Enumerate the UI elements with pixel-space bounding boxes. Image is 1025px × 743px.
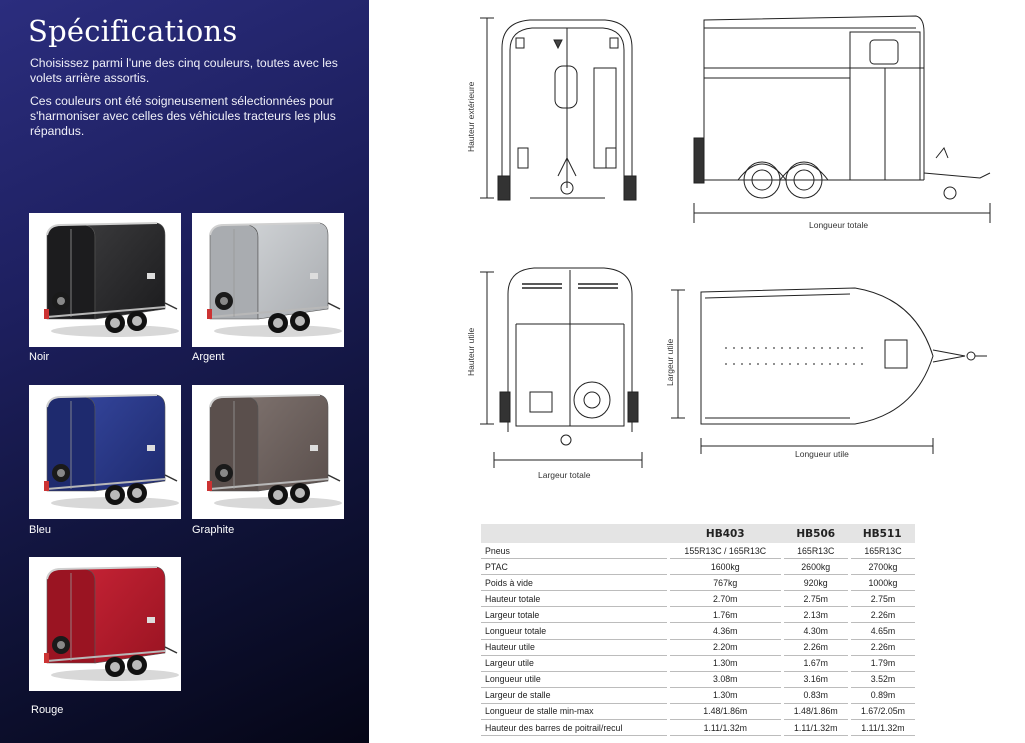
specs-header-blank xyxy=(481,524,669,543)
trailer-illustration xyxy=(29,213,181,347)
spec-value: 920kg xyxy=(780,574,850,592)
spec-value: 2600kg xyxy=(780,558,850,576)
spec-value: 2.75m xyxy=(847,590,915,608)
spec-label: Hauteur des barres de poitrail/recul xyxy=(481,719,669,737)
spec-value: 2.26m xyxy=(847,606,915,624)
spec-value: 2.20m xyxy=(667,639,783,656)
spec-value: 3.08m xyxy=(667,671,783,688)
spec-label: Hauteur utile xyxy=(481,639,669,656)
swatch-bleu[interactable] xyxy=(29,385,181,519)
spec-value: 2.75m xyxy=(780,590,850,608)
trailer-illustration xyxy=(29,557,181,691)
swatch-label-graphite: Graphite xyxy=(192,524,235,536)
specs-header-hb511: HB511 xyxy=(849,524,915,543)
spec-value: 1.76m xyxy=(667,606,783,624)
spec-value: 0.89m xyxy=(847,687,915,704)
label-largeur-utile: Largeur utile xyxy=(665,338,675,386)
spec-value: 4.30m xyxy=(780,622,850,640)
spec-value: 155R13C / 165R13C xyxy=(667,543,783,560)
spec-value: 3.52m xyxy=(847,671,915,688)
spec-label: Largeur de stalle xyxy=(481,687,669,704)
spec-label: Hauteur totale xyxy=(481,590,669,608)
spec-value: 2.13m xyxy=(780,606,850,624)
spec-value: 1000kg xyxy=(847,574,915,592)
swatch-label-bleu: Bleu xyxy=(29,524,52,536)
intro-paragraph-2: Ces couleurs ont été soigneusement sélec… xyxy=(30,94,336,138)
intro-text: Choisissez parmi l'une des cinq couleurs… xyxy=(30,56,340,147)
spec-value: 1.67m xyxy=(780,655,850,672)
intro-paragraph-1: Choisissez parmi l'une des cinq couleurs… xyxy=(30,56,338,85)
spec-value: 1600kg xyxy=(667,558,783,576)
spec-label: Longueur totale xyxy=(481,622,669,640)
spec-value: 3.16m xyxy=(780,671,850,688)
swatch-noir[interactable] xyxy=(29,213,181,347)
swatch-graphite[interactable] xyxy=(192,385,344,519)
specs-header-hb403: HB403 xyxy=(668,524,783,543)
page-title: Spécifications xyxy=(28,14,238,48)
specs-header-row: HB403 HB506 HB511 xyxy=(481,524,915,543)
spec-label: Longueur de stalle min-max xyxy=(481,703,669,721)
label-longueur-utile: Longueur utile xyxy=(795,449,849,459)
spec-value: 1.30m xyxy=(667,687,783,704)
spec-value: 1.11/1.32m xyxy=(780,719,850,737)
spec-value: 1.48/1.86m xyxy=(780,703,850,721)
spec-label: Pneus xyxy=(481,543,669,560)
spec-value: 1.48/1.86m xyxy=(667,703,783,721)
spec-value: 4.65m xyxy=(847,622,915,640)
trailer-illustration xyxy=(192,213,344,347)
spec-label: PTAC xyxy=(481,558,669,576)
rear-view-drawing xyxy=(480,17,637,201)
swatch-label-rouge: Rouge xyxy=(31,704,64,716)
spec-label: Longueur utile xyxy=(481,671,669,688)
spec-label: Poids à vide xyxy=(481,574,669,592)
spec-value: 2.26m xyxy=(847,639,915,656)
side-view-drawing xyxy=(693,15,991,223)
spec-value: 2.26m xyxy=(780,639,850,656)
spec-value: 1.30m xyxy=(667,655,783,672)
specs-header-hb506: HB506 xyxy=(782,524,850,543)
spec-label: Largeur totale xyxy=(481,606,669,624)
spec-value: 2700kg xyxy=(847,558,915,576)
spec-value: 2.70m xyxy=(667,590,783,608)
label-longueur-totale: Longueur totale xyxy=(809,220,869,230)
label-largeur-totale: Largeur totale xyxy=(538,470,591,480)
spec-value: 1.11/1.32m xyxy=(667,719,783,737)
label-hauteur-utile: Hauteur utile xyxy=(466,327,476,376)
spec-value: 165R13C xyxy=(847,543,915,560)
swatch-label-argent: Argent xyxy=(192,351,225,363)
spec-value: 1.11/1.32m xyxy=(847,719,915,737)
trailer-illustration xyxy=(192,385,344,519)
spec-value: 767kg xyxy=(667,574,783,592)
spec-value: 4.36m xyxy=(667,622,783,640)
label-hauteur-exterieure: Hauteur extérieure xyxy=(466,81,476,152)
spec-value: 0.83m xyxy=(780,687,850,704)
trailer-illustration xyxy=(29,385,181,519)
spec-value: 165R13C xyxy=(780,543,850,560)
swatch-label-noir: Noir xyxy=(29,351,50,363)
spec-value: 1.79m xyxy=(847,655,915,672)
front-view-drawing xyxy=(480,267,643,468)
spec-value: 1.67/2.05m xyxy=(847,703,915,721)
swatch-argent[interactable] xyxy=(192,213,344,347)
spec-label: Largeur utile xyxy=(481,655,669,672)
swatch-rouge[interactable] xyxy=(29,557,181,691)
top-view-drawing xyxy=(671,287,987,454)
